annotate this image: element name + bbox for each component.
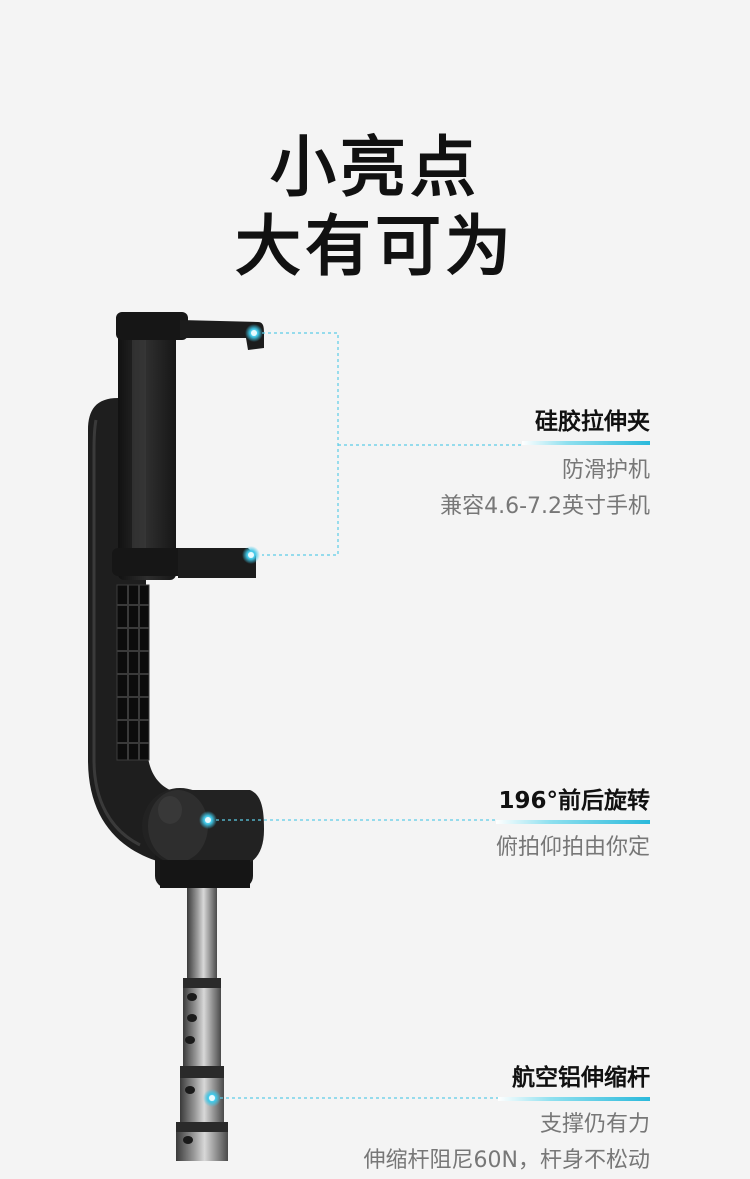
feature-rotation: 196°前后旋转 俯拍仰拍由你定 <box>496 786 650 866</box>
feature-line: 兼容4.6-7.2英寸手机 <box>440 494 650 519</box>
headline-line-2: 大有可为 <box>235 208 515 285</box>
feature-line: 俯拍仰拍由你定 <box>495 835 650 860</box>
callout-lines <box>216 332 522 1099</box>
telescopic-pole <box>176 880 228 1161</box>
callout-dots <box>199 324 263 1107</box>
feature-line: 伸缩杆阻尼60N，杆身不松动 <box>363 1148 650 1173</box>
feature-clamp: 硅胶拉伸夹 防滑护机 兼容4.6-7.2英寸手机 <box>440 407 650 525</box>
top-jaw <box>116 312 264 350</box>
feature-pole: 航空铝伸缩杆 支撑仍有力 伸缩杆阻尼60N，杆身不松动 <box>364 1063 650 1179</box>
feature-line: 支撑仍有力 <box>539 1112 650 1137</box>
feature-line: 防滑护机 <box>561 458 650 483</box>
feature-title: 硅胶拉伸夹 <box>535 409 650 435</box>
feature-title: 196°前后旋转 <box>498 788 650 814</box>
headline-line-1: 小亮点 <box>270 129 480 206</box>
feature-underline <box>522 441 650 445</box>
bottom-jaw <box>112 548 256 578</box>
feature-title: 航空铝伸缩杆 <box>512 1065 650 1091</box>
feature-underline <box>498 1097 650 1101</box>
feature-underline <box>496 820 650 824</box>
rotation-joint <box>142 788 264 888</box>
clamp-rail <box>118 330 176 580</box>
